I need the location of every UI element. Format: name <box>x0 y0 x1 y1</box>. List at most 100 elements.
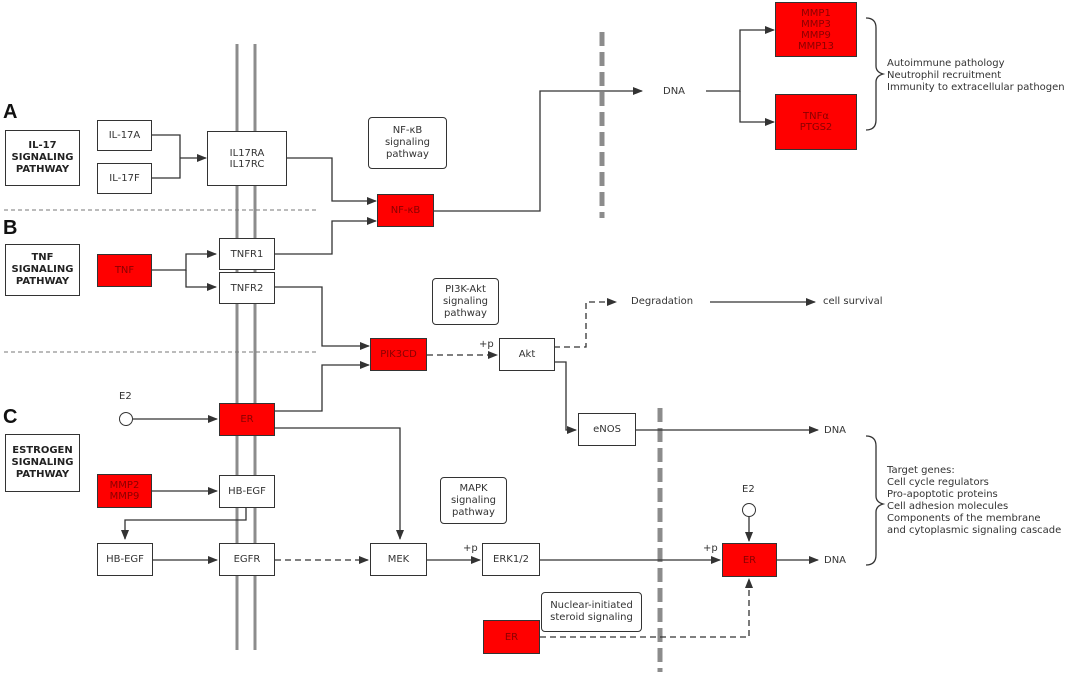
dna-label-top: DNA <box>663 86 686 97</box>
nuclear-pathway-line-2: steroid signaling <box>550 612 633 623</box>
e2-ligand-left <box>119 412 133 426</box>
node-tnfa-ptgs2: TNFα PTGS2 <box>775 94 857 150</box>
mapk-pathway-box: MAPK signaling pathway <box>440 477 507 524</box>
node-mmp13-label: MMP13 <box>797 40 834 52</box>
edge-il17r-nfkb <box>286 157 377 205</box>
e2-label-right: E2 <box>742 484 755 495</box>
dna-label-enos: DNA <box>824 425 847 436</box>
outcomes-a: Autoimmune pathology Neutrophil recruitm… <box>887 58 1065 94</box>
node-tnfr2: TNFR2 <box>219 272 275 304</box>
outcome-c-3: Pro-apoptotic proteins <box>887 489 998 500</box>
edge-tnfr1-nfkb <box>274 217 377 255</box>
tnf-title-line-1: TNF <box>31 252 54 263</box>
node-mek: MEK <box>370 543 427 576</box>
il17-title-line-2: SIGNALING <box>11 152 74 163</box>
node-il17ra-il17rc: IL17RA IL17RC <box>207 131 287 186</box>
node-il17f: IL-17F <box>97 163 152 194</box>
node-il17ra-label: IL17RA <box>229 147 265 159</box>
nuclear-pathway-line-1: Nuclear-initiated <box>550 600 633 611</box>
outcome-a-1: Autoimmune pathology <box>887 58 1005 69</box>
dna-label-er: DNA <box>824 555 847 566</box>
node-mmp1-label: MMP1 <box>801 7 831 19</box>
tnf-title-line-3: PATHWAY <box>15 276 70 287</box>
degradation-label: Degradation <box>631 296 694 307</box>
outcome-c-2: Cell cycle regulators <box>887 477 989 488</box>
node-er-nuclear: ER <box>722 543 777 577</box>
tnf-pathway-title: TNF SIGNALING PATHWAY <box>5 244 80 296</box>
node-tnfr1: TNFR1 <box>219 238 275 270</box>
edge-nfkb-dna <box>434 87 643 212</box>
pi3k-pathway-line-2: signaling <box>442 295 489 307</box>
node-il17rc-label: IL17RC <box>229 158 265 170</box>
outcomes-c: Target genes: Cell cycle regulators Pro-… <box>887 465 1061 537</box>
outcome-c-4: Cell adhesion molecules <box>887 501 1009 512</box>
nfkb-pathway-line-2: signaling <box>384 137 431 148</box>
edge-akt-enos <box>554 361 577 434</box>
estrogen-pathway-title: ESTROGEN SIGNALING PATHWAY <box>5 434 80 492</box>
node-mmp9-label: MMP9 <box>801 29 831 41</box>
edge-akt-degradation <box>554 298 617 348</box>
node-er-membrane: ER <box>219 403 275 436</box>
il17-title-line-3: PATHWAY <box>15 164 70 175</box>
node-enos: eNOS <box>578 413 636 446</box>
node-er-bottom: ER <box>483 620 540 654</box>
brace-outcomes-a <box>865 17 886 131</box>
pi3k-pathway-line-3: pathway <box>444 307 487 319</box>
brace-outcomes-c <box>865 435 886 566</box>
node-mmp9-label: MMP9 <box>109 491 140 502</box>
outcome-a-3: Immunity to extracellular pathogens <box>887 82 1065 93</box>
mapk-pathway-line-3: pathway <box>452 506 495 518</box>
nfkb-pathway-box: NF-κB signaling pathway <box>368 117 447 169</box>
outcome-a-2: Neutrophil recruitment <box>887 70 1002 81</box>
estrogen-title-line-3: PATHWAY <box>15 469 70 480</box>
edge-dna-tnfa <box>739 91 775 126</box>
node-tnfa-label: TNFα <box>803 111 829 122</box>
node-egfr: EGFR <box>219 543 275 576</box>
node-ptgs2-label: PTGS2 <box>799 122 833 133</box>
e2-label-left: E2 <box>119 391 132 402</box>
edge-tnf-tnfr2 <box>185 270 217 291</box>
node-mmp2-mmp9: MMP2 MMP9 <box>97 474 152 508</box>
mapk-pathway-line-1: MAPK <box>459 482 488 494</box>
tnf-title-line-2: SIGNALING <box>11 264 74 275</box>
edge-tnf-tnfr1 <box>151 250 217 271</box>
pi3k-pathway-line-1: PI3K-Akt <box>445 283 486 295</box>
outcome-c-1: Target genes: <box>887 465 955 476</box>
phospho-label-er: +p <box>703 543 718 554</box>
phospho-label-akt: +p <box>479 339 494 350</box>
node-pik3cd: PIK3CD <box>370 338 427 371</box>
edge-dna-mmp <box>706 26 775 92</box>
il17-pathway-title: IL-17 SIGNALING PATHWAY <box>5 130 80 186</box>
outcome-c-5: Components of the membrane <box>887 513 1041 524</box>
nuclear-pathway-box: Nuclear-initiated steroid signaling <box>541 592 642 632</box>
edge-er-pik3cd <box>275 361 370 412</box>
section-letter-c: C <box>3 406 18 428</box>
node-nfkb: NF-κB <box>377 194 434 227</box>
edge-il17f-junction <box>151 158 181 179</box>
outcome-c-6: and cytoplasmic signaling cascade <box>887 525 1062 536</box>
mapk-pathway-line-2: signaling <box>450 494 497 506</box>
e2-ligand-right <box>742 503 756 517</box>
node-hbegf-upper: HB-EGF <box>219 475 275 508</box>
node-mmp-group: MMP1 MMP3 MMP9 MMP13 <box>775 2 857 57</box>
node-il17a: IL-17A <box>97 120 152 151</box>
edge-tnfr2-pik3cd <box>274 286 370 350</box>
node-mmp3-label: MMP3 <box>801 18 831 30</box>
node-tnf: TNF <box>97 254 152 287</box>
il17-title-line-1: IL-17 <box>28 140 57 151</box>
section-letter-b: B <box>3 217 18 239</box>
nfkb-pathway-line-3: pathway <box>386 149 429 160</box>
node-erk: ERK1/2 <box>482 543 540 576</box>
section-letter-a: A <box>3 101 18 123</box>
cell-survival-label: cell survival <box>823 296 883 307</box>
edge-hbegf-hbegf <box>121 508 247 540</box>
node-hbegf-lower: HB-EGF <box>97 543 153 576</box>
edge-il17a-junction <box>151 134 181 158</box>
phospho-label-erk: +p <box>463 543 478 554</box>
estrogen-title-line-2: SIGNALING <box>11 457 74 468</box>
nfkb-pathway-line-1: NF-κB <box>392 125 423 136</box>
estrogen-title-line-1: ESTROGEN <box>12 445 73 456</box>
pi3k-pathway-box: PI3K-Akt signaling pathway <box>432 278 499 325</box>
edge-er-mek <box>275 427 404 540</box>
node-mmp2-label: MMP2 <box>109 480 140 491</box>
